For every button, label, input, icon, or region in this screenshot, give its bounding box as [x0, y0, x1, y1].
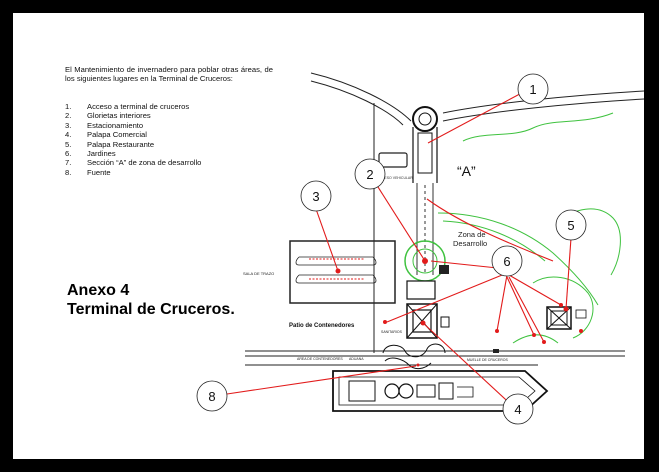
- callout-8: 8: [196, 380, 228, 412]
- svg-text:1: 1: [529, 82, 536, 97]
- document-page: El Mantenimiento de invernadero para pob…: [13, 13, 644, 459]
- svg-text:MUELLE DE CRUCEROS: MUELLE DE CRUCEROS: [467, 358, 509, 362]
- callout-markers: 1 2 3 4 5 6 8: [196, 73, 587, 425]
- callout-2: 2: [354, 158, 386, 190]
- cruise-ship: [332, 370, 549, 412]
- svg-text:AREA DE CONTENEDORES: AREA DE CONTENEDORES: [297, 357, 343, 361]
- garden-lines: [437, 112, 621, 344]
- annex-title-line1: Anexo 4: [67, 282, 130, 299]
- svg-text:3: 3: [312, 189, 319, 204]
- svg-text:SALA DE TRAZO: SALA DE TRAZO: [243, 271, 274, 276]
- callout-6: 6: [491, 245, 523, 277]
- entrance-roundabout: [412, 106, 438, 183]
- intro-paragraph: El Mantenimiento de invernadero para pob…: [65, 65, 273, 84]
- commercial-palapa: SANITARIOS: [381, 280, 450, 339]
- callout-lines: [226, 87, 572, 412]
- list-item: 8.Fuente: [65, 167, 111, 177]
- zone-desarrollo-label-2: Desarrollo: [453, 239, 487, 248]
- callout-3: 3: [300, 180, 332, 212]
- svg-text:5: 5: [567, 218, 574, 233]
- svg-text:SANITARIOS: SANITARIOS: [381, 330, 403, 334]
- annex-title: Anexo 4 Terminal de Cruceros.: [67, 281, 235, 319]
- svg-text:2: 2: [366, 167, 373, 182]
- svg-text:6: 6: [503, 254, 510, 269]
- site-plan-map: ACCESO VEHICULAR SALA DE TRAZO: [196, 72, 644, 425]
- callout-5: 5: [555, 209, 587, 241]
- restaurant-palapa: [546, 303, 587, 330]
- svg-text:ACCESO VEHICULAR: ACCESO VEHICULAR: [377, 176, 413, 180]
- list-item: 4.Palapa Comercial: [65, 130, 147, 140]
- list-item: 1.Acceso a terminal de cruceros: [65, 102, 190, 111]
- svg-text:4: 4: [514, 402, 521, 417]
- gate-building: ACCESO VEHICULAR: [377, 152, 413, 180]
- zone-desarrollo-label-1: Zona de: [458, 230, 486, 239]
- patio-label: Patio de Contenedores: [289, 323, 355, 329]
- list-item: 5.Palapa Restaurante: [65, 139, 155, 149]
- list-item: 2.Glorietas interiores: [65, 111, 151, 121]
- svg-text:8: 8: [208, 389, 215, 404]
- fountain: [382, 343, 446, 370]
- list-item: 6.Jardines: [65, 149, 116, 159]
- annex-title-line2: Terminal de Cruceros.: [67, 301, 235, 318]
- parking-lot: [289, 240, 396, 304]
- locations-list: 1.Acceso a terminal de cruceros 2.Glorie…: [65, 102, 201, 177]
- zone-a-label: “A”: [457, 163, 476, 179]
- site-outline: [245, 72, 644, 366]
- list-item: 7.Sección “A” de zona de desarrollo: [65, 158, 202, 168]
- svg-text:ADUANA: ADUANA: [349, 357, 364, 361]
- callout-4: 4: [502, 393, 534, 425]
- list-item: 3.Estacionamiento: [65, 120, 144, 130]
- callout-1: 1: [517, 73, 549, 105]
